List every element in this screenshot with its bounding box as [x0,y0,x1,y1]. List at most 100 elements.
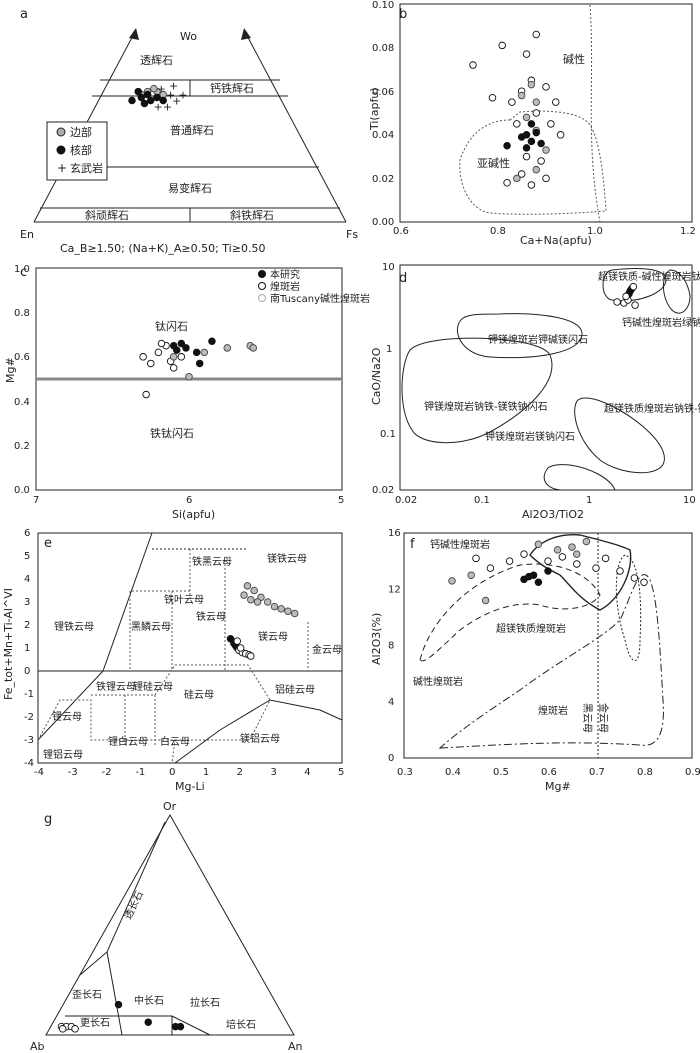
data-point [517,91,526,100]
left-label: En [20,228,34,241]
boundary [105,951,211,1036]
x-tick-label: -4 [34,767,44,778]
x-tick-label: 10 [683,495,696,506]
data-point [488,93,497,102]
x-axis-label: Ca+Na(apfu) [520,234,592,247]
data-point [243,582,252,590]
data-point [537,157,545,165]
panel-f: f 钙碱性煌斑岩 超镁铁质煌斑岩 碱性煌斑岩 煌斑岩 黑云母 金云母 Mg# A… [370,528,700,793]
data-point [472,554,480,563]
data-point [558,553,567,561]
plot-frame [403,532,693,759]
right-label: Fs [346,228,358,241]
legend-marker-core [56,145,66,155]
field-label: 钾镁煌斑岩镁钠闪石 [485,430,575,443]
field-label: 超镁铁质-碱性煌斑岩钛闪石 [598,270,700,283]
data-point [233,637,242,645]
y-tick-label: 1 [386,344,392,355]
panel-f-points [448,537,648,605]
x-tick-label: 0 [169,767,175,778]
field-label: 锂白云母 [108,735,148,748]
x-tick-label: 3 [270,767,276,778]
x-tick-label: 1.0 [587,226,603,237]
field-outline [419,563,601,662]
panel-b-label: b [399,7,407,22]
field-label: 培长石 [226,1018,256,1031]
field-label: 锂铁云母 [54,620,94,633]
data-point: + [163,100,172,113]
data-point [153,93,161,102]
data-point [573,560,581,568]
x-tick-label: 0.3 [397,767,413,778]
field-outline [457,313,583,359]
data-point [508,98,516,106]
data-point [137,93,146,102]
y-tick-label: 0.1 [380,429,396,440]
y-tick-label: 12 [388,584,401,595]
panel-e-label: e [44,536,52,551]
data-point [532,109,541,117]
data-point [139,353,147,361]
panel-e: e 铁黑云母 镁铁云母 铁叶云母 黑鳞云母 铁云母 锂铁云母 镁云母 金云母 铁… [2,528,344,793]
panel-c-points [139,337,258,399]
x-tick-label: 1 [203,767,209,778]
data-point [525,572,533,581]
data-point [263,598,272,606]
data-point [143,90,152,99]
data-point [240,591,248,599]
data-point [114,1000,123,1009]
field-label: 锂铝云母 [43,749,83,761]
x-axis-label: Si(apfu) [172,508,215,521]
field-outline [129,549,309,671]
data-point [513,174,521,183]
data-point [284,607,292,615]
legend-marker-rim [56,127,66,137]
panel-c-label: c [20,265,27,280]
data-point [134,87,142,96]
legend-marker [258,282,266,290]
field-label: 钾镁煌斑岩钾碱镁闪石 [488,333,588,346]
panel-e-points [226,582,299,660]
data-point [177,353,186,361]
data-point [169,364,178,372]
x-tick-label: 0.5 [493,767,509,778]
data-point [556,131,565,139]
data-point [182,344,190,352]
data-point [176,1022,185,1031]
data-point [173,346,181,354]
field-label: 超镁铁质煌斑岩 [496,622,566,635]
y-tick-label: 0 [24,666,30,677]
data-point [551,98,560,106]
y-tick-label: 2 [24,620,30,631]
data-point [592,564,600,572]
arrow-left [129,28,139,40]
x-tick-label: 0.6 [393,226,409,237]
field-outline [401,337,553,444]
data-point [542,83,550,91]
y-tick-label: -1 [24,689,34,700]
data-point [249,344,258,352]
y-tick-label: 0.02 [372,485,394,496]
x-tick-label: 6 [186,495,192,506]
field-label: 亚碱性 [477,156,510,170]
data-point [534,578,543,586]
data-point [140,99,149,108]
data-point [270,602,279,611]
data-point [544,567,552,575]
field-label: 铁钛闪石 [150,426,194,440]
data-point [469,61,477,69]
field-label: 铁黑云母 [192,555,232,568]
data-point [200,348,209,357]
data-point [631,301,639,309]
y-tick-label: 0.8 [14,308,30,319]
y-tick-label: 0.4 [14,397,30,408]
y-tick-label: 0 [388,753,394,764]
x-tick-label: 0.9 [685,767,700,778]
data-point [544,557,552,565]
data-point [250,586,258,595]
data-point [448,577,456,585]
data-point [503,179,511,187]
x-tick-label: 0.1 [474,495,490,506]
plot-frame [399,3,693,223]
panel-a-label: a [20,7,28,22]
